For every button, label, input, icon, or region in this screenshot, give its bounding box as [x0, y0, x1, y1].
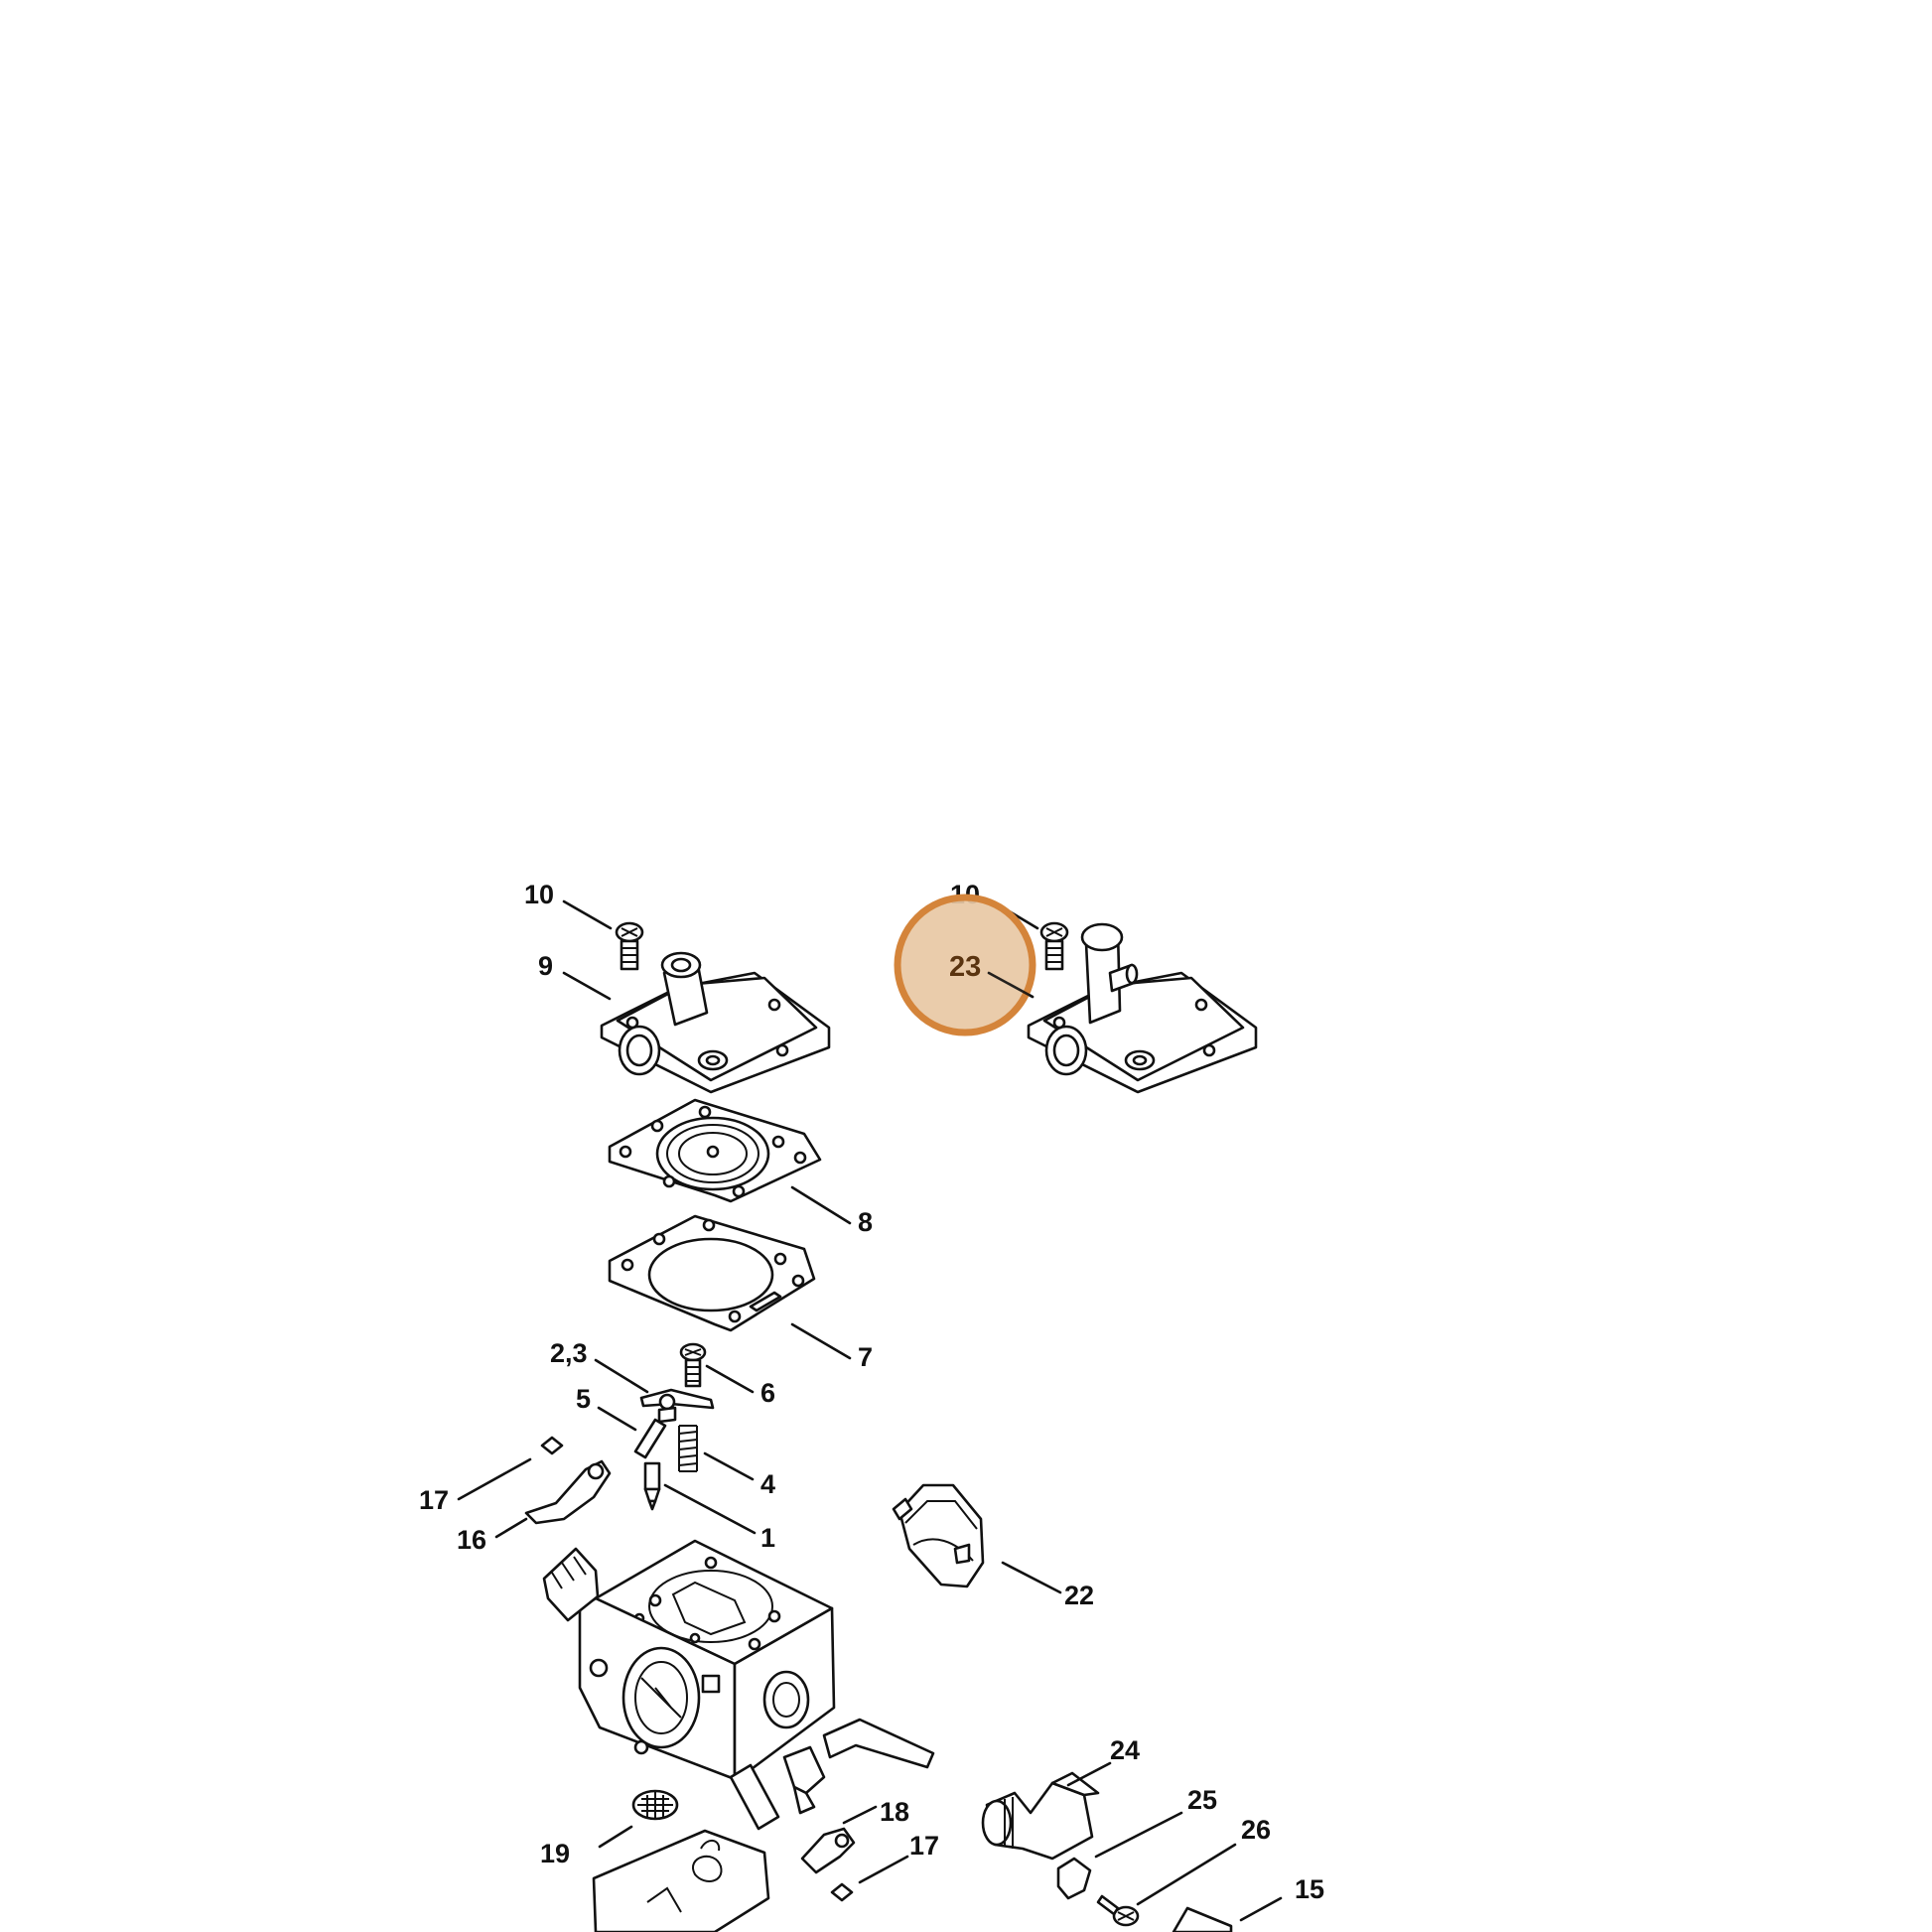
label-cap-22: 22 — [1064, 1581, 1094, 1610]
cover-screw-right — [1039, 921, 1069, 971]
screw-6 — [679, 1342, 707, 1388]
cap-22 — [892, 1483, 985, 1588]
screw-26 — [1096, 1894, 1140, 1927]
gasket — [608, 1214, 816, 1332]
part-18 — [800, 1827, 856, 1874]
label-spring: 4 — [760, 1469, 775, 1499]
carburetor-cover-left — [600, 951, 831, 1094]
diaphragm — [608, 1098, 822, 1203]
label-cover-screw-left: 10 — [524, 880, 554, 909]
callout-labels: 10 9 10 8 7 2,3 5 6 4 17 16 1 22 24 25 2… — [419, 880, 1324, 1904]
label-screw-26: 26 — [1241, 1815, 1271, 1845]
lever-16 — [524, 1459, 612, 1525]
clip-17-top — [540, 1436, 564, 1455]
label-pin: 5 — [576, 1384, 591, 1414]
leader-lines — [457, 899, 1283, 1922]
part-15 — [1172, 1906, 1233, 1932]
label-part-15: 15 — [1295, 1874, 1324, 1904]
needle-1 — [643, 1461, 661, 1511]
label-diaphragm: 8 — [858, 1207, 873, 1237]
carburetor-body — [542, 1539, 935, 1831]
clip-17-bottom — [830, 1882, 854, 1902]
lever-2-3 — [639, 1388, 715, 1424]
spring-4 — [678, 1425, 698, 1472]
label-screw-6: 6 — [760, 1378, 775, 1408]
label-clip-17-top: 17 — [419, 1485, 449, 1515]
carburetor-cover-right — [1027, 922, 1258, 1094]
pin-5 — [633, 1418, 667, 1459]
label-part-18: 18 — [880, 1797, 909, 1827]
bottom-plate — [592, 1829, 770, 1932]
elbow-24 — [981, 1771, 1100, 1861]
part-25 — [1056, 1857, 1092, 1900]
label-cover-left: 9 — [538, 951, 553, 981]
highlight-label: 23 — [949, 951, 981, 983]
strainer-19 — [631, 1789, 679, 1821]
label-elbow-24: 24 — [1110, 1735, 1140, 1765]
label-needle: 1 — [760, 1523, 775, 1553]
label-gasket: 7 — [858, 1342, 873, 1372]
label-lever-2-3: 2,3 — [550, 1338, 588, 1368]
cover-screw-left — [615, 921, 644, 971]
label-strainer-19: 19 — [540, 1839, 570, 1868]
label-lever-16: 16 — [457, 1525, 486, 1555]
label-clip-17-bottom: 17 — [909, 1831, 939, 1861]
label-part-25: 25 — [1187, 1785, 1217, 1815]
highlight-marker-23[interactable]: 23 — [894, 894, 1036, 1036]
